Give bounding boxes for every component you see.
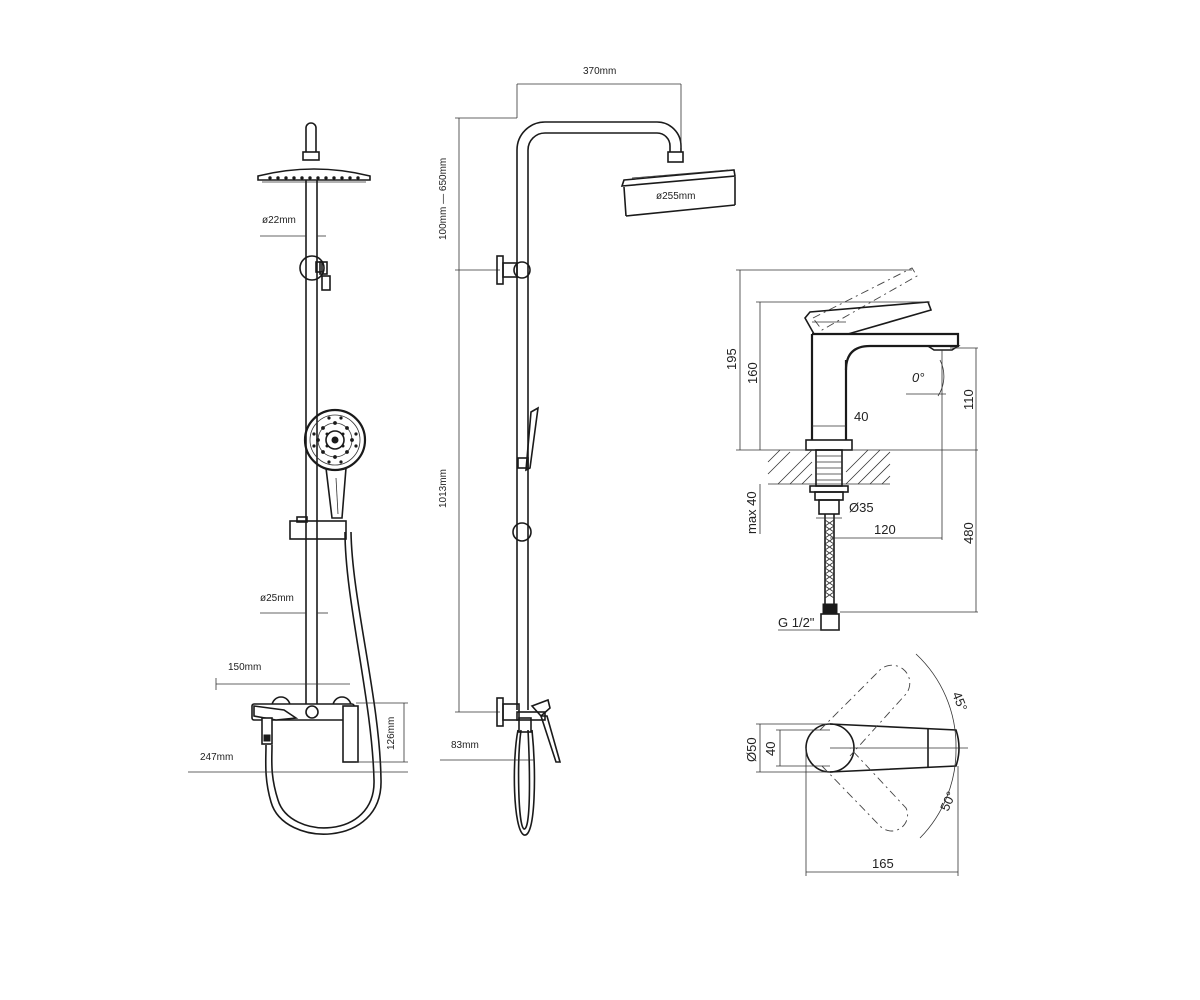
shower-head bbox=[257, 168, 371, 183]
shower-front-view: ø22mm ø2 bbox=[188, 122, 408, 835]
faucet-top-view: 45° 50° Ø50 40 165 bbox=[744, 653, 970, 876]
dim-max-40: max 40 bbox=[744, 491, 759, 534]
dim-outlet-110: 110 bbox=[961, 389, 976, 410]
lever-open-outline bbox=[812, 267, 918, 331]
slider-bracket bbox=[289, 520, 347, 540]
arm-outer bbox=[516, 121, 682, 710]
braided-hose bbox=[820, 514, 840, 631]
faucet-side-view: 195 160 110 40 0° max 40 Ø35 120 480 G 1… bbox=[724, 267, 978, 631]
dim-connection-g12: G 1/2" bbox=[778, 615, 815, 630]
dim-hole-35: Ø35 bbox=[849, 500, 874, 515]
dim-mixer-126: 126mm bbox=[386, 717, 397, 750]
faucet-base bbox=[805, 439, 853, 451]
dim-head-255: ø255mm bbox=[656, 191, 695, 202]
diverter bbox=[299, 255, 325, 281]
hand-shower bbox=[303, 408, 367, 519]
dim-mixer-247: 247mm bbox=[200, 752, 233, 763]
slider-knob-side bbox=[512, 522, 532, 542]
dim-length-165: 165 bbox=[872, 856, 894, 871]
lever-position-50 bbox=[821, 747, 909, 832]
mixer-front bbox=[251, 696, 359, 763]
faucet-lever bbox=[804, 301, 933, 335]
dim-total-195: 195 bbox=[724, 348, 739, 370]
dim-angle-45: 45° bbox=[949, 690, 970, 714]
faucet-spout bbox=[812, 332, 960, 371]
hand-shower-side bbox=[525, 406, 540, 472]
dim-spout-160: 160 bbox=[745, 362, 760, 384]
lever-position-45 bbox=[819, 664, 911, 757]
arm-inner bbox=[527, 132, 671, 710]
mixer-lever-side bbox=[539, 715, 562, 763]
dim-arm-370: 370mm bbox=[583, 66, 616, 77]
dim-pipe-22: ø22mm bbox=[262, 215, 296, 226]
hose-inner bbox=[264, 531, 382, 835]
top-tip bbox=[305, 122, 317, 152]
dim-base-50: Ø50 bbox=[744, 737, 759, 762]
dim-angle-0: 0° bbox=[912, 370, 924, 385]
dim-mixer-150: 150mm bbox=[228, 662, 261, 673]
dim-body-40: 40 bbox=[854, 409, 868, 424]
dim-body-40-top: 40 bbox=[763, 742, 778, 756]
counter-hatch bbox=[767, 449, 891, 485]
dim-upper-range: 100mm — 650mm bbox=[438, 158, 449, 240]
shower-side-view: ø255mm 370mm 100mm — 650mm 1013mm bbox=[438, 66, 736, 836]
dim-rail-1013: 1013mm bbox=[438, 469, 449, 508]
dim-reach-120: 120 bbox=[874, 522, 896, 537]
top-nut bbox=[302, 151, 320, 161]
dim-angle-50: 50° bbox=[937, 789, 959, 813]
hose-outer bbox=[270, 531, 375, 829]
dim-hose-480: 480 bbox=[961, 522, 976, 544]
dim-pipe-25: ø25mm bbox=[260, 593, 294, 604]
shower-head-side bbox=[620, 169, 736, 217]
dim-offset-83: 83mm bbox=[451, 740, 479, 751]
hose-side bbox=[513, 729, 536, 836]
